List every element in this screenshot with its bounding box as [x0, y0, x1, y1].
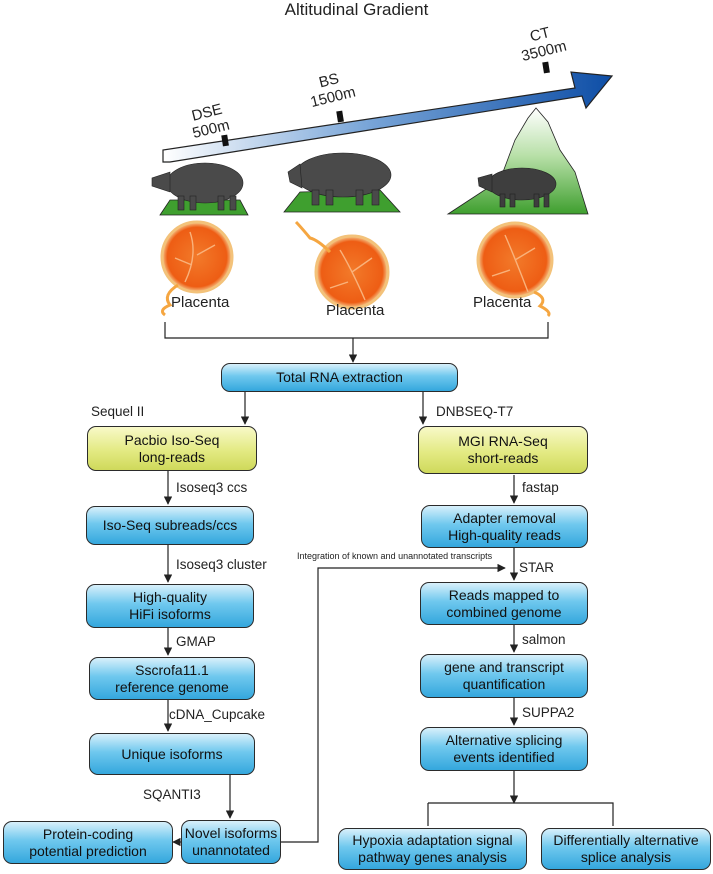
altitude-tick-dse: [221, 134, 229, 147]
altitude-arrow: [162, 71, 614, 163]
placenta-icon-1: [160, 220, 234, 317]
label-star: STAR: [519, 560, 555, 575]
diagram-title: Altitudinal Gradient: [284, 0, 429, 19]
altitude-tick-bs: [336, 110, 344, 123]
label-gmap: GMAP: [176, 634, 216, 649]
label-cdna-cupcake: cDNA_Cupcake: [169, 707, 266, 722]
label-fastap: fastap: [522, 480, 559, 495]
bracket-top: [164, 322, 549, 363]
label-isoseq-cluster: Isoseq3 cluster: [176, 557, 267, 572]
placenta-label-2: Placenta: [326, 302, 385, 319]
label-dnbseq: DNBSEQ-T7: [436, 404, 514, 419]
integration-note: Integration of known and unannotated tra…: [297, 551, 493, 561]
placenta-icon-3: [476, 221, 554, 318]
label-sqanti: SQANTI3: [143, 787, 201, 802]
pig-dse: [151, 162, 244, 211]
placenta-icon-2: [294, 220, 390, 310]
box-unique: Unique isoforms: [89, 733, 255, 775]
label-salmon: salmon: [522, 632, 566, 647]
altitude-tick-ct: [542, 61, 550, 74]
label-sequel: Sequel II: [91, 404, 145, 419]
connectors: [163, 392, 614, 847]
placenta-label-1: Placenta: [171, 294, 230, 311]
label-suppa: SUPPA2: [522, 705, 575, 720]
box-total-rna: Total RNA extraction: [221, 363, 458, 392]
pig-bs: [287, 152, 392, 206]
label-isoseq-ccs: Isoseq3 ccs: [176, 480, 248, 495]
placenta-label-3: Placenta: [473, 294, 532, 311]
box-subreads: Iso-Seq subreads/ccs: [86, 506, 254, 545]
pig-ct: [477, 167, 557, 208]
